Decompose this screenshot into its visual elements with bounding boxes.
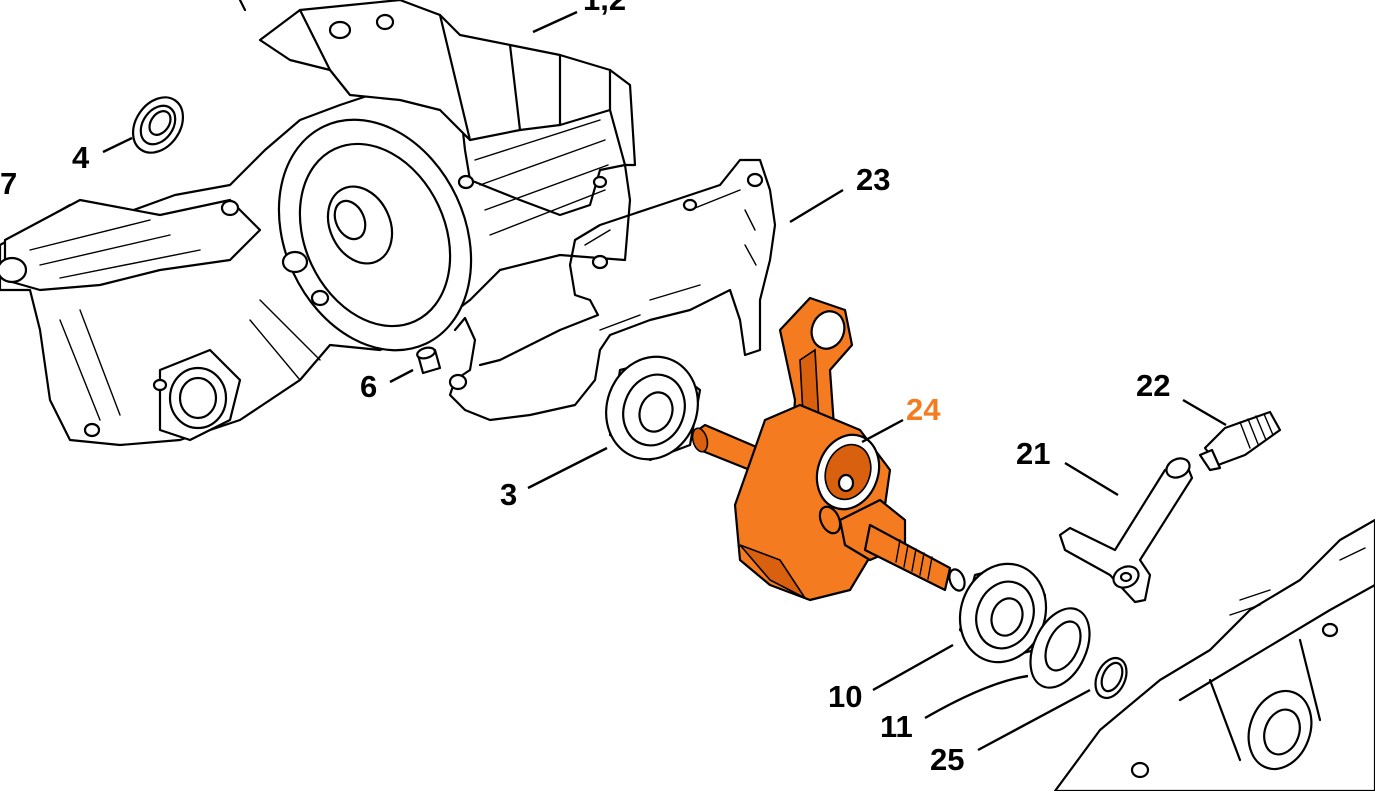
callout-11[interactable]: 11 [880, 709, 913, 744]
leader-4 [102, 136, 133, 154]
leader-24 [861, 418, 904, 444]
callout-24-highlighted[interactable]: 24 [906, 392, 941, 427]
leader-6 [389, 368, 414, 384]
oil-seal-part-4 [131, 96, 185, 154]
leader-22 [1182, 398, 1227, 427]
sleeve-part-6 [416, 346, 442, 375]
callout-1-2[interactable]: 1,2 [583, 0, 626, 17]
callout-labels: 1,2 4 7 23 6 3 24 22 21 10 11 25 [0, 0, 1170, 777]
callout-7[interactable]: 7 [0, 166, 17, 201]
gasket-part-23 [448, 158, 777, 422]
crankcase-half-right [1053, 518, 1375, 791]
ball-bearing-part-10 [958, 562, 1048, 664]
leader-11 [924, 674, 1029, 720]
leader-10 [872, 643, 954, 692]
circlip-part-25 [1094, 656, 1128, 700]
callout-22[interactable]: 22 [1136, 368, 1170, 403]
leader-23 [789, 188, 844, 224]
lever-part-21 [1058, 457, 1194, 604]
leader-1-2 [532, 10, 578, 34]
callout-10[interactable]: 10 [828, 679, 862, 714]
crankcase-half-left [0, 0, 637, 447]
callout-21[interactable]: 21 [1016, 436, 1050, 471]
callout-3[interactable]: 3 [500, 477, 517, 512]
crankshaft-part-24 [691, 296, 966, 602]
oil-seal-part-11 [1029, 607, 1091, 689]
leader-21 [1064, 461, 1119, 497]
callout-25[interactable]: 25 [930, 742, 964, 777]
callout-6[interactable]: 6 [360, 369, 377, 404]
plug-screw-part-22 [1198, 410, 1282, 472]
callout-4[interactable]: 4 [72, 140, 90, 175]
callout-23[interactable]: 23 [856, 162, 890, 197]
leader-25 [977, 688, 1091, 752]
leader-lines [102, 10, 1227, 752]
ball-bearing-part-3 [605, 355, 702, 462]
leader-3 [527, 446, 608, 490]
